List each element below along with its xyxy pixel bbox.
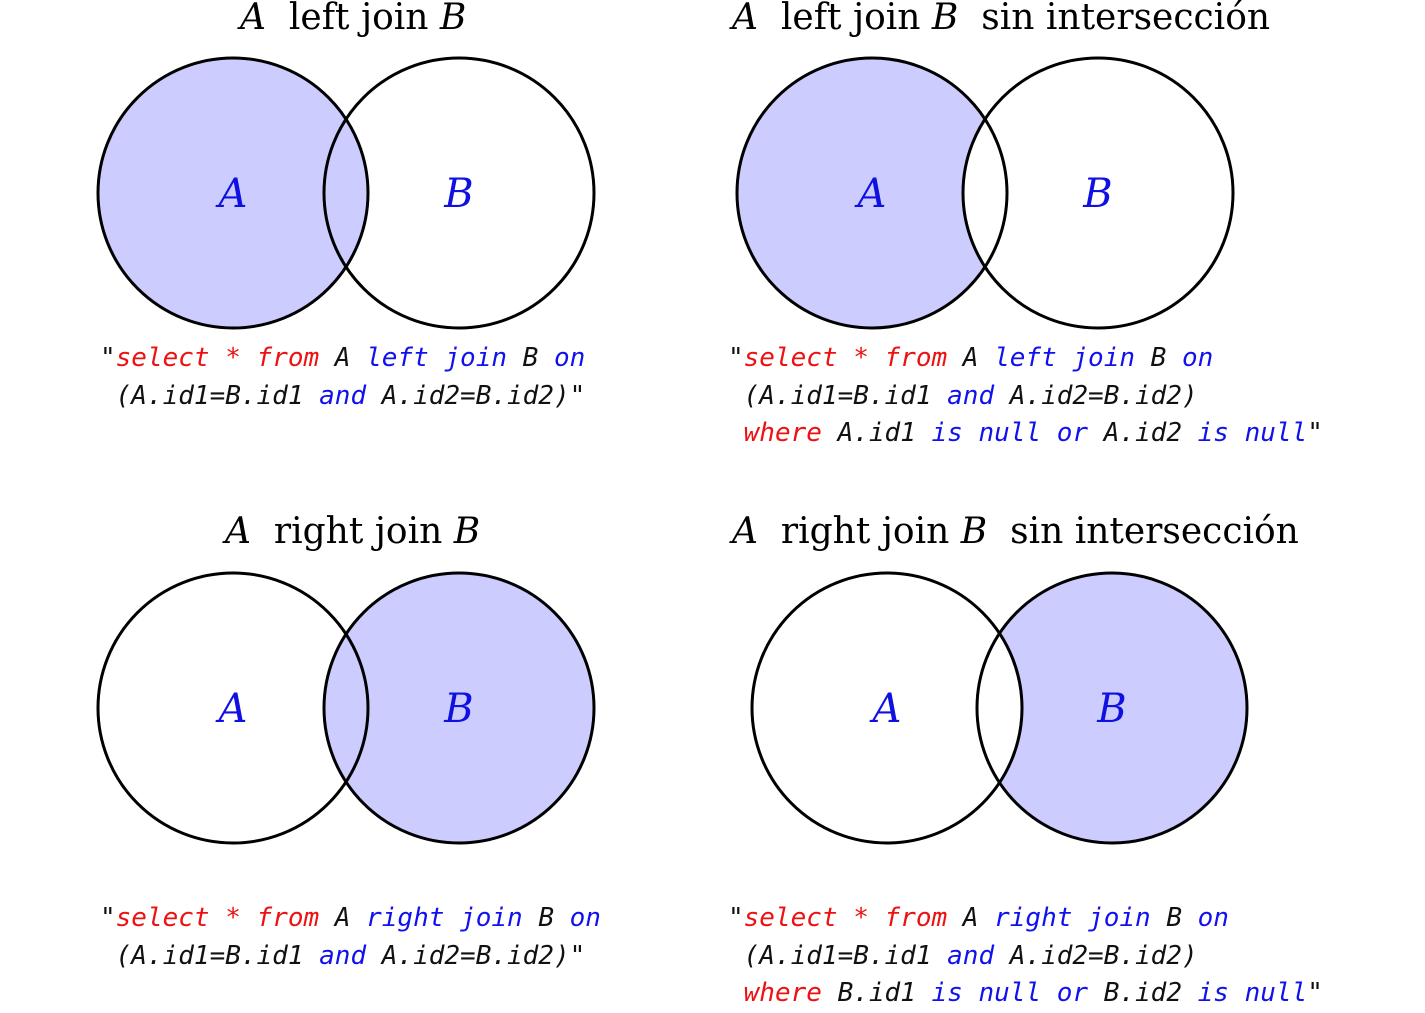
sql-query: "select * from A right join B on (A.id1=…: [100, 900, 601, 975]
circle-a-outline: [750, 571, 1024, 845]
sql-query: "select * from A left join B on (A.id1=B…: [100, 340, 585, 415]
circle-b-label: B: [1082, 171, 1112, 217]
panel-title: A left join B sin intersección: [732, 0, 1271, 38]
panel-title: A right join B: [225, 511, 481, 552]
sql-query: "select * from A left join B on (A.id1=B…: [728, 340, 1323, 453]
circle-b-label: B: [443, 171, 473, 217]
circle-b-label: B: [443, 686, 473, 732]
circle-a-label: A: [215, 171, 248, 217]
circle-b-fill: [977, 573, 1247, 843]
sql-line: (A.id1=B.id1 and A.id2=B.id2): [728, 940, 1198, 971]
sql-line: "select * from A right join B on: [100, 903, 601, 933]
panel-title: A left join B: [240, 0, 467, 38]
sql-line: where B.id1 is null or B.id2 is null": [728, 978, 1323, 1008]
circle-b-outline: [322, 56, 596, 330]
sql-line: (A.id1=B.id1 and A.id2=B.id2)": [100, 380, 586, 411]
sql-line: "select * from A left join B on: [728, 343, 1214, 373]
sql-line: where A.id1 is null or A.id2 is null": [728, 418, 1323, 448]
circle-a-fill: [737, 58, 1007, 328]
circle-b-fill: [324, 573, 594, 843]
circle-a-outline: [96, 571, 370, 845]
circle-b-outline: [961, 56, 1235, 330]
circle-a-fill: [98, 58, 368, 328]
sql-line: "select * from A right join B on: [728, 903, 1229, 933]
circle-b-outline: [975, 571, 1249, 845]
sql-query: "select * from A right join B on (A.id1=…: [728, 900, 1323, 1013]
circle-a-label: A: [215, 686, 248, 732]
sql-line: (A.id1=B.id1 and A.id2=B.id2): [728, 380, 1198, 411]
sql-line: "select * from A left join B on: [100, 343, 586, 373]
circle-a-outline: [96, 56, 370, 330]
circle-a-outline: [735, 56, 1009, 330]
sql-line: (A.id1=B.id1 and A.id2=B.id2)": [100, 940, 586, 971]
circle-a-label: A: [854, 171, 887, 217]
circle-a-label: A: [869, 686, 902, 732]
panel-title: A right join B sin intersección: [732, 511, 1299, 552]
circle-b-outline: [322, 571, 596, 845]
circle-b-label: B: [1096, 686, 1126, 732]
